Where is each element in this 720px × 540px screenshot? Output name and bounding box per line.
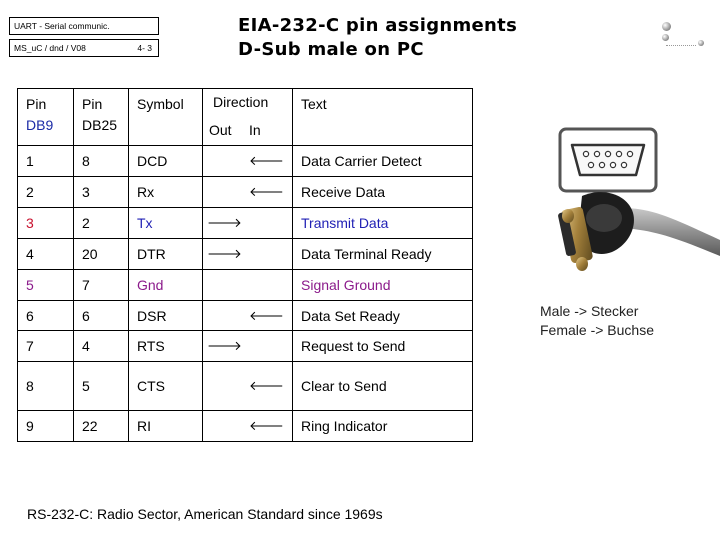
title-line-2: D-Sub male on PC xyxy=(238,39,424,60)
note-female: Female -> Buchse xyxy=(540,322,654,338)
arrow-right-icon: 🡒 xyxy=(207,339,242,354)
cell-direction xyxy=(202,269,293,301)
header-direction: Direction Out In xyxy=(202,88,293,146)
cell-db9: 1 xyxy=(17,145,74,177)
cell-db25: 20 xyxy=(73,238,129,270)
cell-db9: 9 xyxy=(17,410,74,442)
course-title: UART - Serial communic. xyxy=(9,17,159,35)
arrow-left-icon: 🡐 xyxy=(249,379,284,394)
cell-db9: 5 xyxy=(17,269,74,301)
cell-db25: 6 xyxy=(73,300,129,331)
header-symbol: Symbol xyxy=(128,88,203,146)
cell-symbol: Gnd xyxy=(128,269,203,301)
cell-db9: 7 xyxy=(17,330,74,362)
cell-direction: 🡐 xyxy=(202,361,293,411)
header-pin25-label: Pin xyxy=(82,96,103,112)
arrow-left-icon: 🡐 xyxy=(249,308,284,324)
db9-port-icon xyxy=(558,127,658,193)
header-db25-label: DB25 xyxy=(82,117,118,133)
cell-db25: 22 xyxy=(73,410,129,442)
cell-db9: 4 xyxy=(17,238,74,270)
cell-direction: 🡒 xyxy=(202,238,293,270)
logo-ball-icon xyxy=(662,22,671,31)
header-text: Text xyxy=(292,88,473,146)
title-line-1: EIA-232-C pin assignments xyxy=(238,15,518,36)
cell-direction: 🡒 xyxy=(202,207,293,239)
cell-symbol: RI xyxy=(128,410,203,442)
cell-text: Signal Ground xyxy=(292,269,473,301)
header-in-label: In xyxy=(249,122,261,138)
cell-db9: 3 xyxy=(17,207,74,239)
footer-note: RS-232-C: Radio Sector, American Standar… xyxy=(27,506,383,522)
cell-symbol: DSR xyxy=(128,300,203,331)
cell-symbol: CTS xyxy=(128,361,203,411)
arrow-right-icon: 🡒 xyxy=(207,247,242,262)
course-code: MS_uC / dnd / V08 xyxy=(14,43,86,53)
note-male: Male -> Stecker xyxy=(540,303,639,319)
cell-db25: 7 xyxy=(73,269,129,301)
header-pin9-label: Pin xyxy=(26,96,47,112)
logo-line xyxy=(666,45,696,46)
header-direction-label: Direction xyxy=(213,94,269,110)
cell-direction: 🡐 xyxy=(202,300,293,331)
logo-ball-icon xyxy=(698,40,704,46)
cell-direction: 🡐 xyxy=(202,410,293,442)
page-number: 4- 3 xyxy=(137,43,152,53)
gender-note: Male -> Stecker Female -> Buchse xyxy=(540,302,654,340)
cell-text: Receive Data xyxy=(292,176,473,208)
cell-text: Clear to Send xyxy=(292,361,473,411)
cell-symbol: RTS xyxy=(128,330,203,362)
cell-text: Data Carrier Detect xyxy=(292,145,473,177)
cell-symbol: DTR xyxy=(128,238,203,270)
cell-symbol: Rx xyxy=(128,176,203,208)
institution-logo xyxy=(658,18,706,54)
header-pin-db9: Pin DB9 xyxy=(17,88,74,146)
cell-db25: 8 xyxy=(73,145,129,177)
header-db9-label: DB9 xyxy=(26,117,54,133)
cell-db25: 4 xyxy=(73,330,129,362)
header-pin-db25: Pin DB25 xyxy=(73,88,129,146)
cell-db9: 2 xyxy=(17,176,74,208)
cell-text: Data Terminal Ready xyxy=(292,238,473,270)
cell-symbol: Tx xyxy=(128,207,203,239)
cell-db25: 2 xyxy=(73,207,129,239)
cell-direction: 🡒 xyxy=(202,330,293,362)
arrow-left-icon: 🡐 xyxy=(249,419,284,434)
cell-text: Data Set Ready xyxy=(292,300,473,331)
cell-text: Transmit Data xyxy=(292,207,473,239)
arrow-right-icon: 🡒 xyxy=(207,216,242,231)
cell-db25: 3 xyxy=(73,176,129,208)
cell-db25: 5 xyxy=(73,361,129,411)
header-out-label: Out xyxy=(209,122,232,138)
arrow-left-icon: 🡐 xyxy=(249,154,284,169)
db9-plug-photo-icon xyxy=(558,192,720,271)
cell-symbol: DCD xyxy=(128,145,203,177)
cell-text: Ring Indicator xyxy=(292,410,473,442)
arrow-left-icon: 🡐 xyxy=(249,185,284,200)
cell-db9: 6 xyxy=(17,300,74,331)
cell-direction: 🡐 xyxy=(202,145,293,177)
table-header-row: Pin DB9 Pin DB25 Symbol Direction Out In… xyxy=(17,88,473,146)
logo-ball-icon xyxy=(662,34,669,41)
cell-text: Request to Send xyxy=(292,330,473,362)
course-code-box: MS_uC / dnd / V08 4- 3 xyxy=(9,39,159,57)
cell-db9: 8 xyxy=(17,361,74,411)
cell-direction: 🡐 xyxy=(202,176,293,208)
pin-table: Pin DB9 Pin DB25 Symbol Direction Out In… xyxy=(17,88,473,442)
slide-title: EIA-232-C pin assignments D-Sub male on … xyxy=(238,14,517,62)
slide-header: UART - Serial communic. MS_uC / dnd / V0… xyxy=(9,17,159,63)
